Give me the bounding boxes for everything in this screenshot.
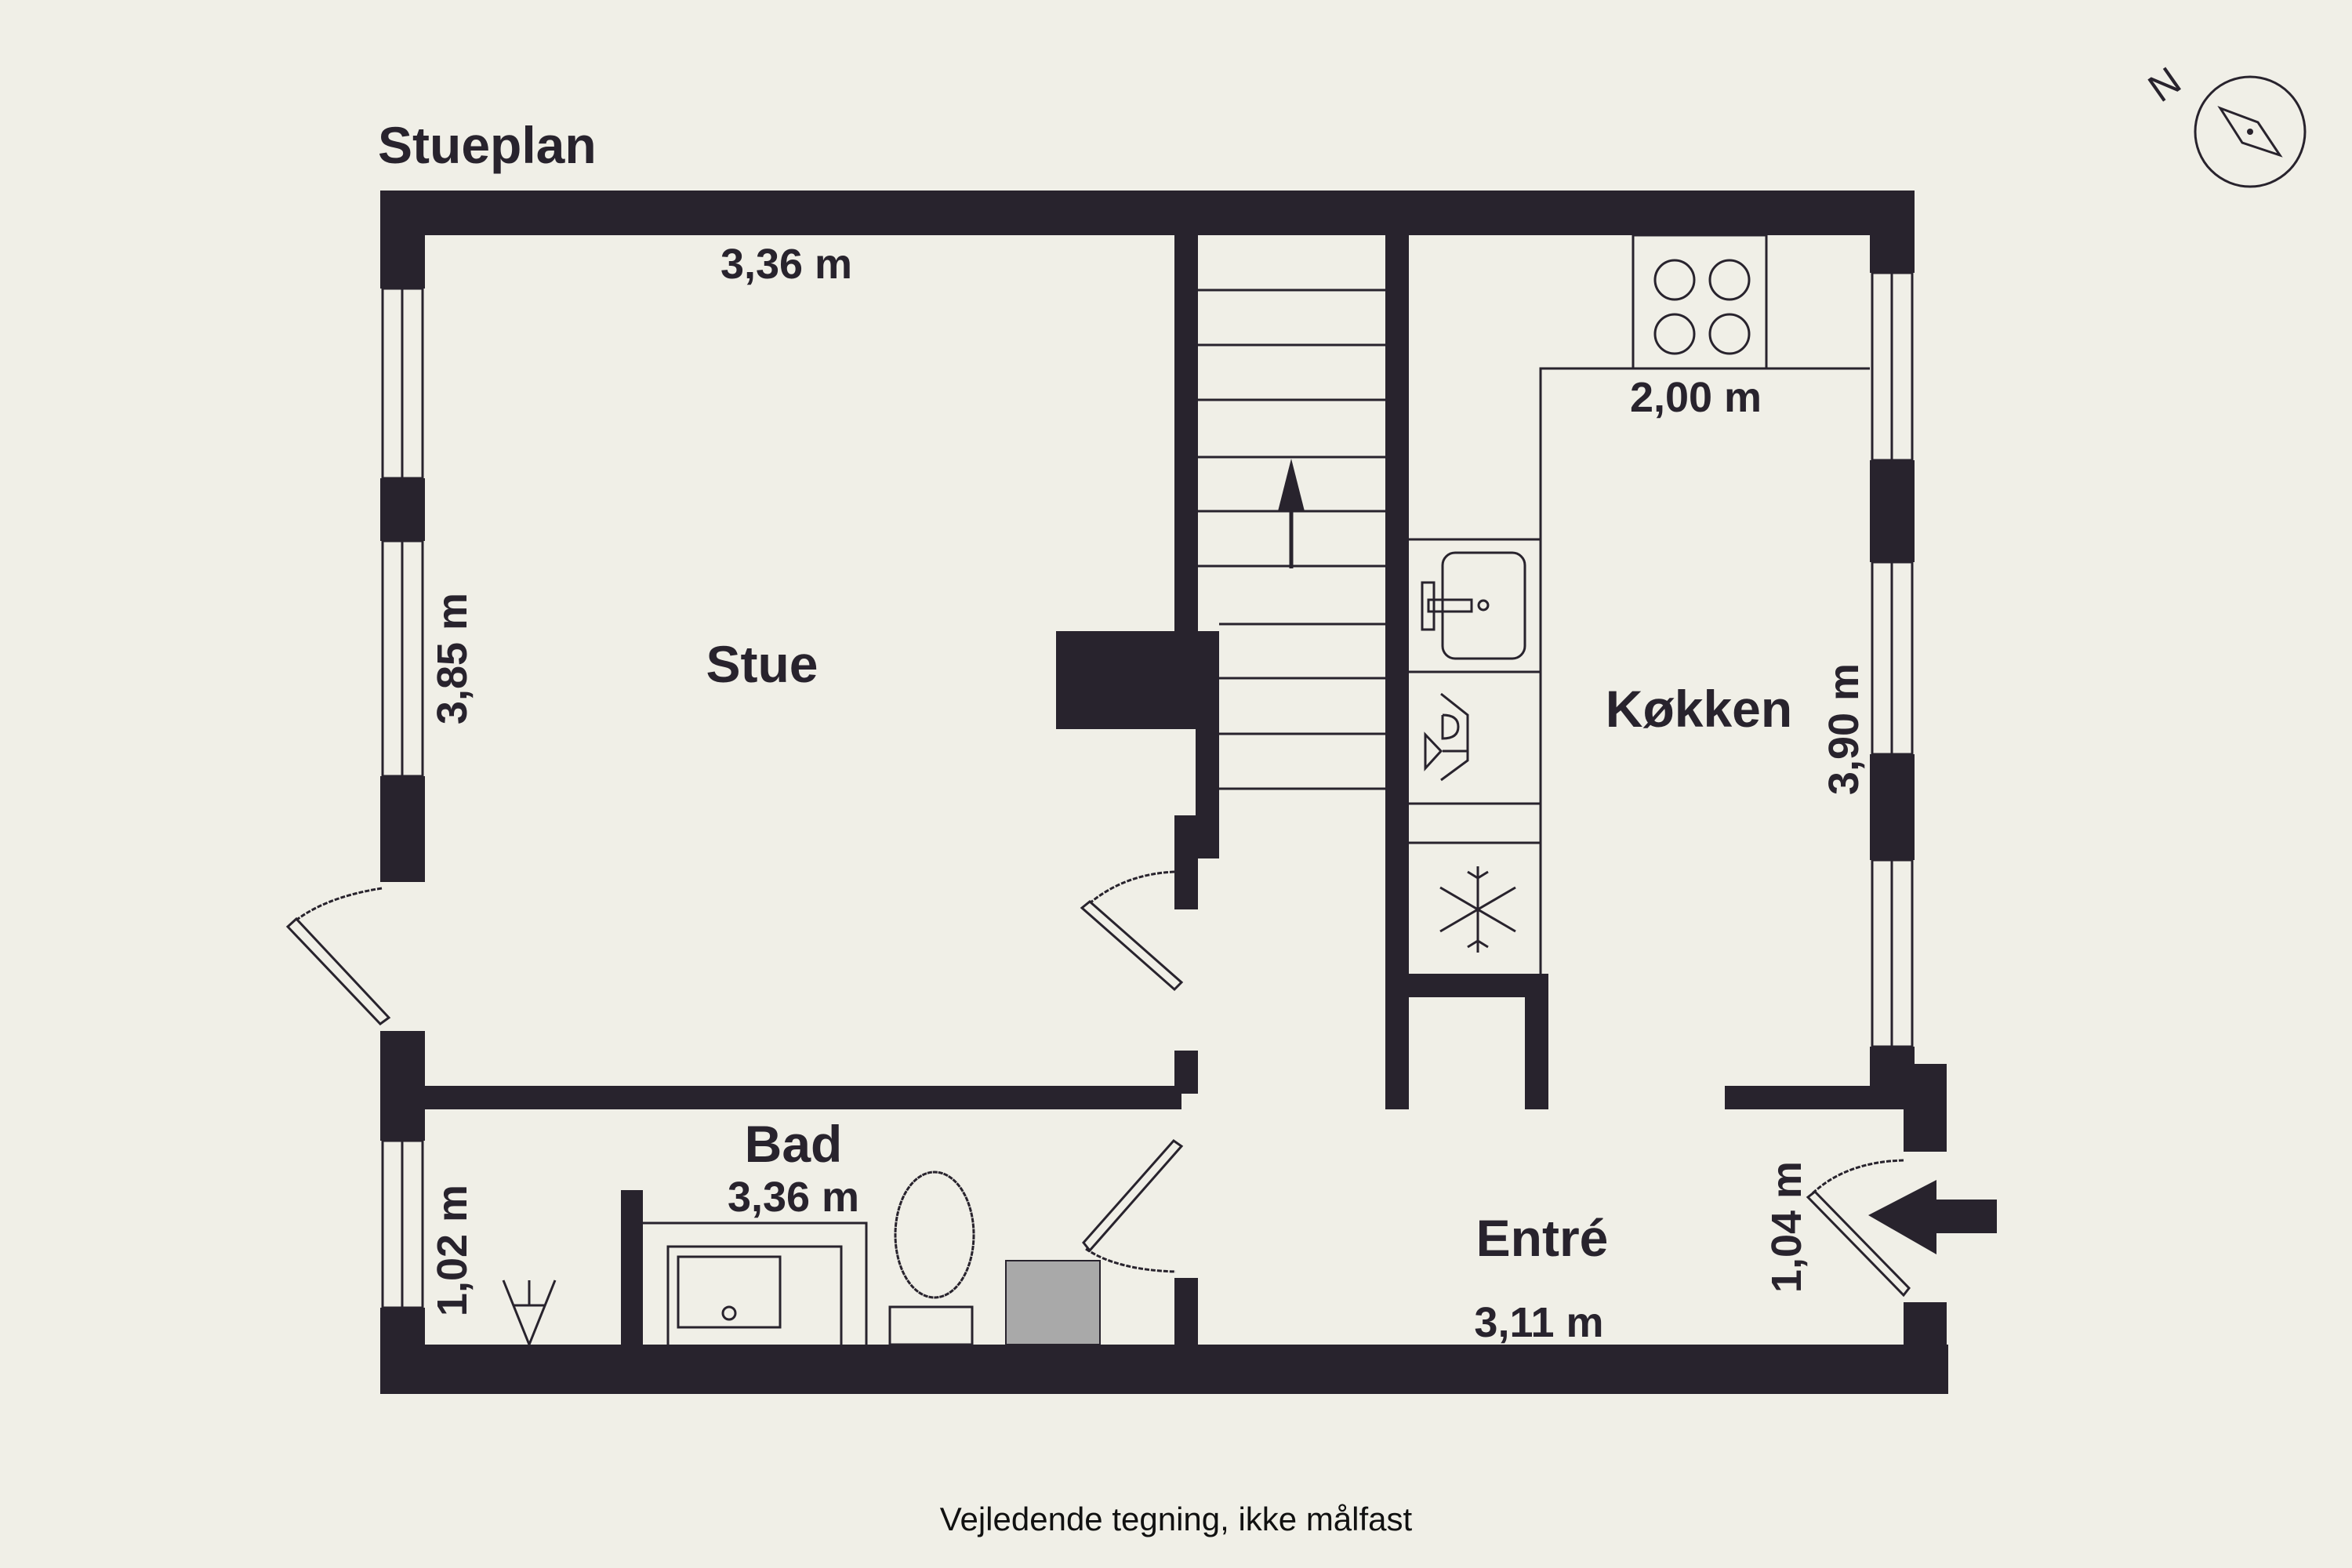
compass-icon: N xyxy=(2140,58,2307,188)
dim-entre-height: 1,04 m xyxy=(1763,1161,1810,1293)
dim-stue-height: 3,85 m xyxy=(429,593,476,724)
stairs-up-arrow-icon xyxy=(1278,459,1305,511)
entrance-arrow-icon xyxy=(1868,1180,1997,1254)
stairs xyxy=(1198,289,1385,790)
door-stue-exterior[interactable] xyxy=(285,887,391,1025)
dishwasher-icon xyxy=(1424,692,1469,782)
dim-bad-height: 1,02 m xyxy=(429,1185,476,1316)
disclaimer-text: Vejledende tegning, ikke målfast xyxy=(940,1501,1413,1537)
dim-stue-width: 3,36 m xyxy=(720,241,852,288)
windows xyxy=(381,271,1914,1309)
washing-machine-icon xyxy=(1005,1260,1101,1345)
door-bad[interactable] xyxy=(1082,1139,1184,1273)
room-label-bad: Bad xyxy=(745,1115,843,1173)
dim-kokken-width: 2,00 m xyxy=(1630,374,1762,421)
room-label-stue: Stue xyxy=(706,635,818,693)
stove-icon xyxy=(1632,234,1768,370)
toilet-icon xyxy=(888,1171,975,1346)
north-label: N xyxy=(2140,58,2189,111)
kitchen-sink-icon xyxy=(1421,551,1526,660)
door-stue-interior[interactable] xyxy=(1080,870,1184,992)
room-label-entre: Entré xyxy=(1476,1209,1609,1267)
freezer-icon xyxy=(1439,866,1516,953)
shower-icon xyxy=(502,1279,557,1348)
dim-bad-width: 3,36 m xyxy=(728,1174,859,1221)
plan-title: Stueplan xyxy=(378,116,597,174)
bathtub-icon xyxy=(643,1221,868,1345)
walls xyxy=(380,191,1948,1394)
room-label-kokken: Køkken xyxy=(1606,680,1792,738)
door-entrance[interactable] xyxy=(1806,1159,1911,1298)
dim-kokken-height: 3,90 m xyxy=(1820,663,1867,795)
dim-entre-width: 3,11 m xyxy=(1474,1299,1603,1346)
